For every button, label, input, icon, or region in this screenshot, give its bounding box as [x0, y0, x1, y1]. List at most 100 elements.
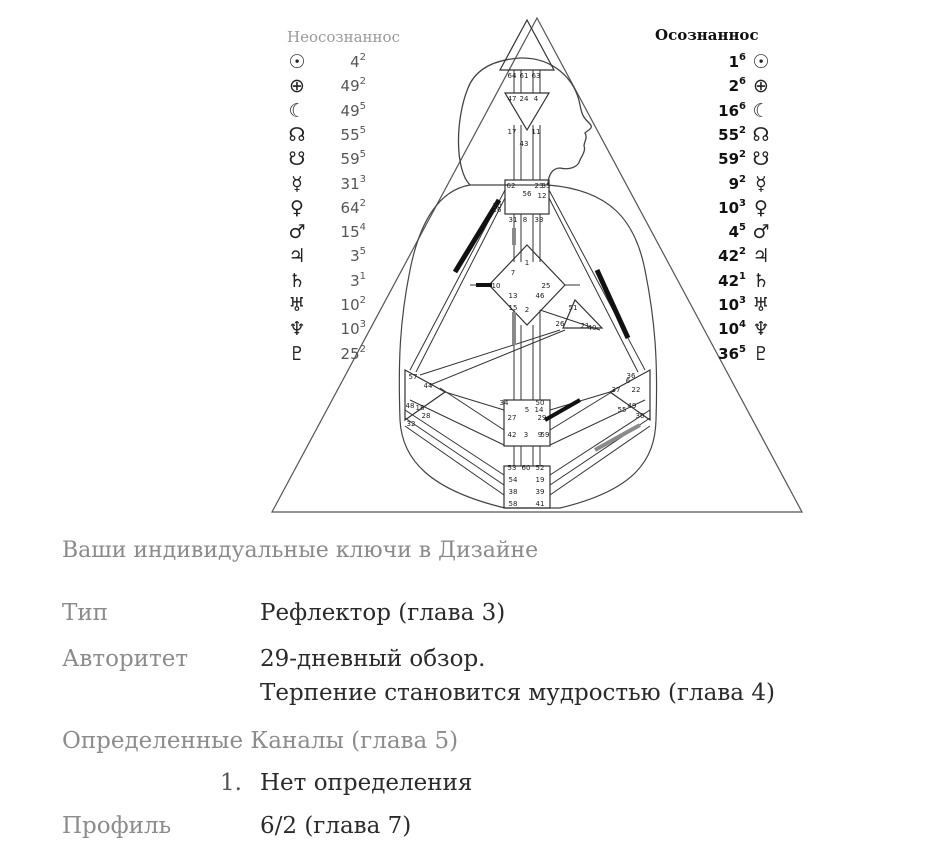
gate-label: 32	[407, 420, 416, 428]
gate-value: 154	[340, 222, 366, 242]
gate-value: 492	[340, 76, 366, 96]
gate-label: 11	[532, 128, 541, 136]
gate-value: 102	[340, 295, 366, 314]
unconscious-activation-row: ♄31	[286, 269, 366, 293]
gate-label: 55	[618, 406, 627, 414]
line-number: 2	[739, 124, 746, 136]
gate-label: 42	[508, 431, 517, 439]
conscious-activation-row: 26⊕	[700, 74, 772, 98]
channel-lines	[404, 70, 651, 496]
neptune-icon: ♆	[288, 318, 306, 341]
gate-label: 44	[424, 382, 433, 390]
line-number: 6	[739, 52, 746, 63]
unconscious-activation-row: ♃ 35	[286, 244, 366, 268]
line-number: 5	[359, 100, 366, 112]
gate-label: 15	[509, 304, 518, 312]
moon-icon: ☾	[288, 99, 306, 122]
gate-value: 42	[350, 52, 366, 71]
channels-value: Нет определения	[260, 770, 473, 796]
authority-value-line-1: 29-дневный обзор.	[260, 646, 486, 672]
gate-label: 29	[538, 414, 547, 422]
gate-value: 26	[728, 76, 746, 96]
gate-label: 36	[627, 372, 636, 380]
line-number: 5	[359, 149, 366, 161]
spleen-center	[404, 368, 447, 422]
gate-label: 63	[532, 72, 541, 80]
throat-center	[504, 179, 550, 215]
gate-label: 51	[569, 304, 578, 312]
type-value: Рефлектор (глава 3)	[260, 600, 506, 626]
gate-value: 45	[728, 222, 746, 242]
gate-value: 642	[340, 197, 366, 217]
line-number: 2	[359, 52, 366, 63]
conscious-activation-row: 103♅	[700, 293, 772, 317]
saturn-icon: ♄	[288, 269, 306, 292]
activated-channels	[452, 198, 641, 452]
gate-value: 104	[718, 319, 746, 339]
earth-icon: ⊕	[289, 75, 305, 98]
gate-label: 1	[525, 259, 529, 267]
unconscious-activation-row: ☉ 42	[286, 50, 366, 74]
line-number: 5	[359, 124, 366, 136]
gate-label: 49	[628, 402, 637, 410]
gate-label: 12	[538, 192, 547, 200]
line-number: 3	[739, 197, 746, 209]
gate-value: 552	[718, 124, 746, 144]
gate-value: 313	[340, 173, 366, 193]
type-label: Тип	[62, 600, 108, 626]
gate-label: 9	[538, 431, 542, 439]
gate-value: 103	[718, 295, 746, 314]
gate-label: 16	[493, 206, 502, 214]
unconscious-activation-row: ☿ 313	[286, 172, 366, 196]
pluto-icon: ♇	[752, 342, 770, 365]
sun-icon: ☉	[752, 51, 770, 73]
gate-label: 33	[535, 216, 544, 224]
gate-label: 5	[525, 406, 529, 414]
gate-label: 18	[416, 404, 425, 412]
gate-label: 59	[541, 431, 550, 439]
unconscious-activation-row: ☾495	[286, 99, 366, 123]
conscious-activation-row: 166☾	[700, 99, 772, 123]
conscious-activation-row: 16☉	[700, 50, 772, 74]
gate-label: 23	[535, 182, 544, 190]
head-center	[498, 18, 556, 71]
gate-label: 6	[626, 377, 631, 385]
mercury-icon: ☿	[291, 172, 303, 195]
unconscious-activation-row: ☋595	[286, 147, 366, 171]
gate-value: 252	[340, 343, 366, 363]
north-node-icon: ☊	[752, 123, 770, 146]
line-number: 2	[359, 295, 366, 306]
south-node-icon: ☋	[752, 148, 770, 171]
uranus-icon: ♅	[288, 294, 306, 316]
line-number: 4	[359, 222, 366, 234]
line-number: 2	[359, 197, 366, 209]
line-number: 2	[739, 173, 746, 185]
conscious-activation-row: 92☿	[700, 172, 772, 196]
gate-label: 26	[556, 320, 565, 328]
channels-label: Определенные Каналы (глава 5)	[62, 728, 459, 754]
g-center	[488, 244, 566, 326]
gate-label: 52	[536, 464, 545, 472]
gate-value: 592	[718, 149, 746, 169]
heart-center	[562, 298, 604, 329]
gate-value: 35	[350, 246, 366, 266]
unconscious-activation-row: ⊕ 492	[286, 74, 366, 98]
sun-icon: ☉	[288, 51, 306, 73]
jupiter-icon: ♃	[288, 245, 306, 268]
gate-label: 56	[523, 190, 532, 198]
gate-label: 21	[581, 322, 590, 330]
gate-value: 422	[718, 246, 746, 266]
gate-value: 595	[340, 149, 366, 169]
gate-label: 24	[520, 95, 529, 103]
gate-label: 61	[520, 72, 529, 80]
gate-label: 34	[500, 399, 509, 407]
line-number: 6	[739, 100, 746, 112]
conscious-activation-row: 592 ☋	[700, 147, 772, 171]
body-outline	[398, 184, 658, 509]
gate-label: 10	[492, 282, 501, 290]
gate-label: 62	[507, 182, 516, 190]
pluto-icon: ♇	[288, 342, 306, 365]
gate-value: 103	[340, 319, 366, 339]
outer-triangle	[270, 16, 804, 513]
mars-icon: ♂	[288, 221, 306, 244]
